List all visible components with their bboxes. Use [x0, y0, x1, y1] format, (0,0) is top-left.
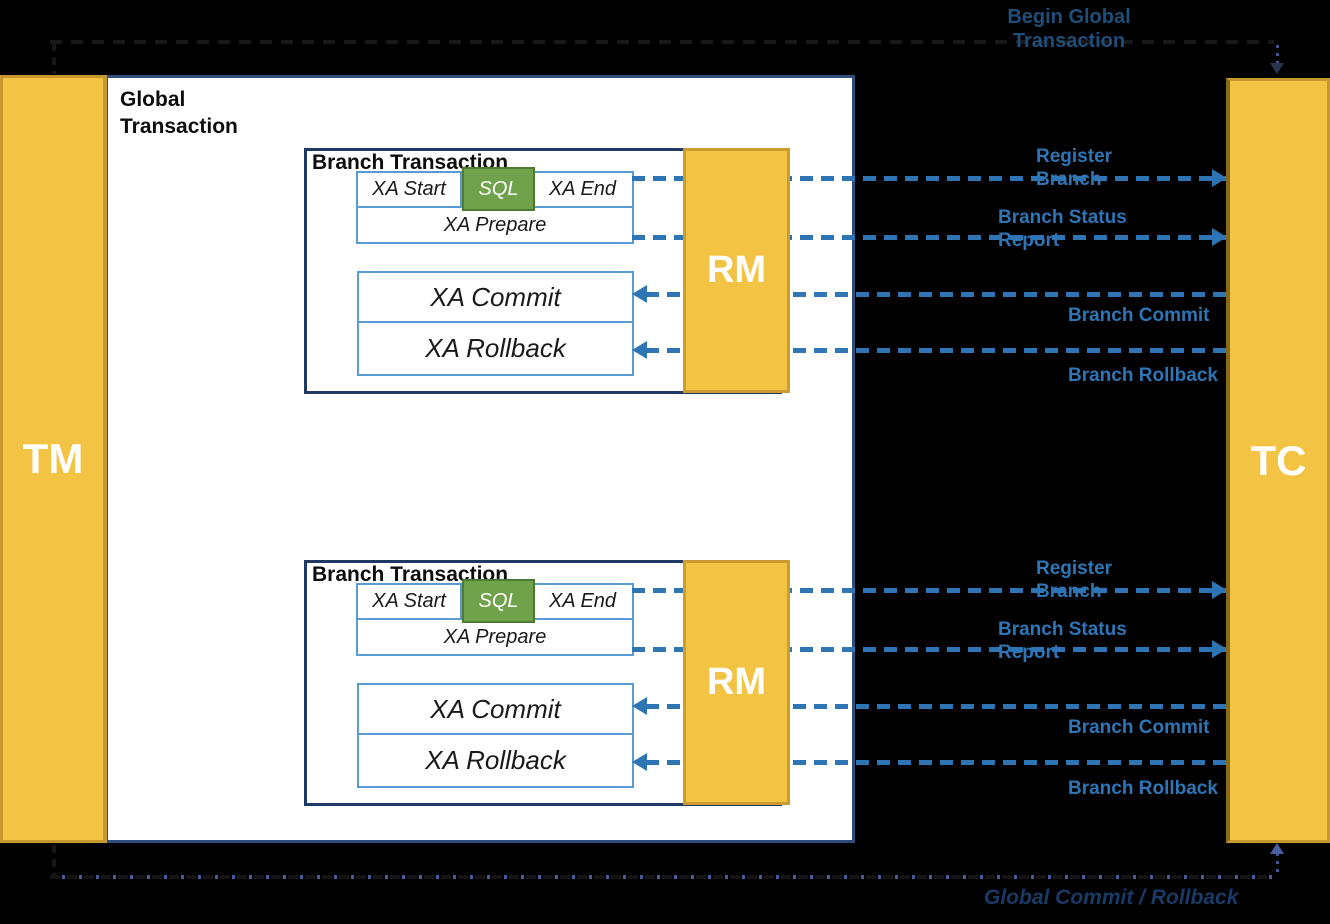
branch-status-report-label: Branch Status Report	[998, 619, 1127, 663]
branch-commit-label: Branch Commit	[1068, 305, 1210, 326]
xa-rollback-box: XA Rollback	[357, 321, 634, 376]
branch-rollback-label: Branch Rollback	[1068, 365, 1218, 386]
branch-rollback-label: Branch Rollback	[1068, 778, 1218, 799]
register-branch-arrow	[632, 588, 1226, 593]
global-transaction-title: Global Transaction	[120, 88, 238, 138]
branch-commit-arrow	[646, 292, 1226, 297]
xa-start-box: XA Start	[358, 585, 462, 618]
xa-rollback-box: XA Rollback	[357, 733, 634, 788]
branch-status-report-arrow	[632, 235, 1226, 240]
xa-outcome-stack: XA Commit XA Rollback	[357, 683, 634, 788]
branch-transaction-title: Branch Transaction	[312, 151, 509, 174]
register-branch-label: Register Branch	[1036, 558, 1113, 602]
register-branch-arrowhead-icon	[1212, 581, 1227, 599]
branch-rollback-arrowhead-icon	[632, 341, 647, 359]
branch-rollback-arrowhead-icon	[632, 753, 647, 771]
xa-commit-box: XA Commit	[357, 271, 634, 323]
commit-flow-arrowhead-icon	[1270, 843, 1284, 854]
branch-rollback-arrow	[646, 348, 1226, 353]
xa-prepare-box: XA Prepare	[356, 618, 634, 656]
xa-outcome-stack: XA Commit XA Rollback	[357, 271, 634, 376]
xa-start-box: XA Start	[358, 173, 462, 206]
commit-flow-tm-connector	[52, 845, 56, 875]
branch-commit-label: Branch Commit	[1068, 717, 1210, 738]
rm-node: RM	[683, 560, 790, 805]
rm-node: RM	[683, 148, 790, 393]
branch-commit-arrowhead-icon	[632, 697, 647, 715]
tm-node: TM	[0, 75, 107, 843]
branch-section-2: Branch Transaction XA Start XA End XA Pr…	[0, 558, 1330, 810]
xa-step-rows: XA Start XA End XA Prepare SQL	[356, 167, 634, 244]
begin-flow-line	[50, 40, 1274, 44]
begin-flow-tc-connector	[1276, 45, 1279, 65]
begin-global-transaction-label: Begin Global Transaction	[1007, 6, 1131, 52]
branch-status-report-label: Branch Status Report	[998, 207, 1127, 251]
branch-rollback-arrow	[646, 760, 1226, 765]
branch-section-1: Branch Transaction XA Start XA End XA Pr…	[0, 146, 1330, 398]
branch-transaction-title: Branch Transaction	[312, 563, 509, 586]
xa-end-box: XA End	[548, 178, 617, 200]
begin-flow-tm-connector	[52, 43, 56, 74]
branch-commit-arrow	[646, 704, 1226, 709]
register-branch-arrow	[632, 176, 1226, 181]
sql-box: SQL	[462, 579, 535, 623]
branch-status-report-arrow	[632, 647, 1226, 652]
global-commit-rollback-label: Global Commit / Rollback	[984, 886, 1239, 909]
sql-box: SQL	[462, 167, 535, 211]
branch-status-report-arrowhead-icon	[1212, 228, 1227, 246]
commit-flow-tc-connector	[1276, 853, 1279, 875]
tc-node: TC	[1226, 78, 1330, 843]
xa-prepare-box: XA Prepare	[356, 206, 634, 244]
xa-commit-box: XA Commit	[357, 683, 634, 735]
branch-commit-arrowhead-icon	[632, 285, 647, 303]
register-branch-label: Register Branch	[1036, 146, 1113, 190]
register-branch-arrowhead-icon	[1212, 169, 1227, 187]
xa-end-box: XA End	[548, 590, 617, 612]
commit-flow-line	[50, 875, 1274, 879]
xa-step-rows: XA Start XA End XA Prepare SQL	[356, 579, 634, 656]
begin-flow-arrowhead-icon	[1270, 63, 1284, 74]
branch-status-report-arrowhead-icon	[1212, 640, 1227, 658]
